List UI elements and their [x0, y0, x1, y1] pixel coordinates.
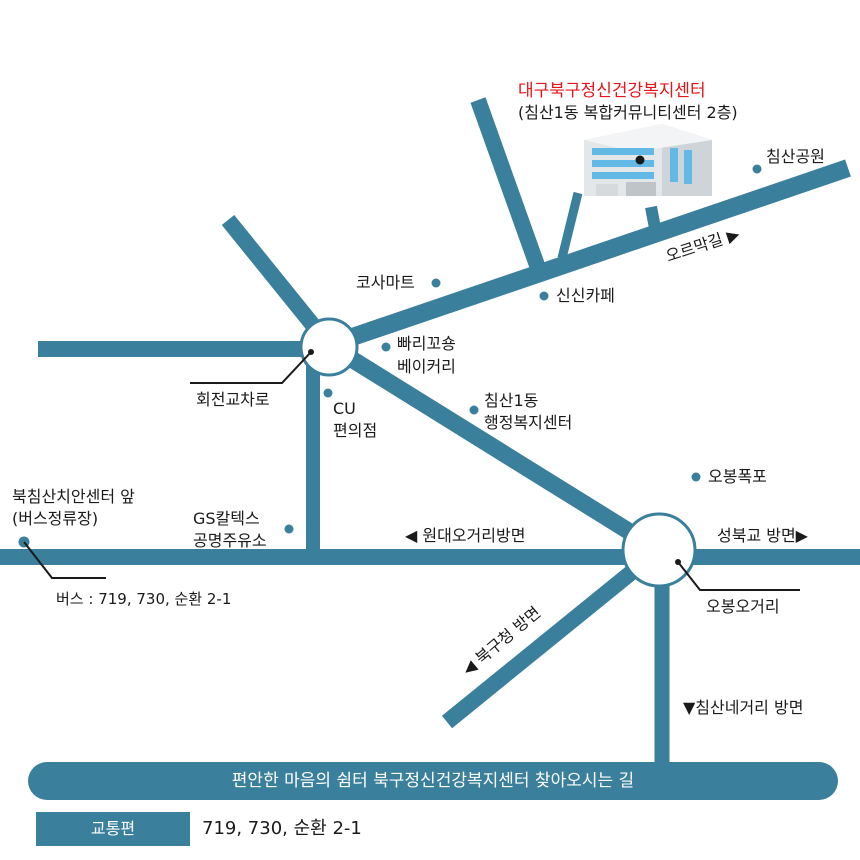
cafe-marker [539, 291, 549, 301]
leader-lines [23, 351, 800, 591]
label-mart: 코사마트 [356, 273, 415, 292]
label-park: 침산공원 [766, 147, 825, 166]
road-diagonal-to-obong [324, 337, 664, 558]
rotary-circle [299, 317, 359, 377]
label-bakery-line1: 빠리꼬숑 [397, 334, 456, 353]
waterfall-marker [691, 472, 701, 482]
direction-bukgucheong: ◀ 북구청 방면 [458, 603, 544, 679]
label-bus-stop-line1: 북침산치안센터 앞 [12, 487, 135, 506]
alley-to-center [557, 191, 583, 260]
admin-center-marker [469, 405, 479, 415]
label-obong: 오봉오거리 [706, 597, 780, 616]
obong-junction-circle [621, 512, 697, 588]
destination-marker [635, 155, 645, 165]
road-northeast [326, 159, 851, 354]
road-north-to-center [470, 97, 546, 271]
transit-label: 교통편 [36, 812, 190, 846]
convenience-marker [323, 388, 333, 398]
direction-wondae: ◀ 원대오거리방면 [405, 526, 526, 545]
bus-info: 버스 : 719, 730, 순환 2-1 [56, 590, 232, 608]
markers [18, 155, 762, 565]
label-bus-stop-line2: (버스정류장) [12, 509, 99, 528]
label-admin-line2: 행정복지센터 [484, 413, 573, 432]
title-banner: 편안한 마음의 쉼터 북구정신건강복지센터 찾아오시는 길 [28, 762, 838, 800]
destination-location: (침산1동 복합커뮤니티센터 2층) [518, 103, 738, 122]
destination-name: 대구북구정신건강복지센터 [518, 81, 706, 101]
rotary-leader [190, 351, 312, 384]
label-admin-line1: 침산1동 [484, 391, 539, 410]
label-convenience-line1: CU [333, 399, 356, 418]
park-marker [752, 164, 762, 174]
label-waterfall: 오봉폭포 [708, 467, 767, 486]
mart-marker [431, 278, 441, 288]
label-gas-line2: 공명주유소 [193, 531, 267, 550]
label-cafe: 신신카페 [556, 286, 615, 305]
gas-station-marker [284, 524, 294, 534]
roads [0, 97, 860, 765]
transit-value: 719, 730, 순환 2-1 [202, 818, 362, 839]
building-icon [584, 124, 712, 196]
road-southwest [441, 543, 665, 729]
label-convenience-line2: 편의점 [333, 421, 378, 440]
label-bakery-line2: 베이커리 [397, 357, 456, 376]
bus-leader [23, 541, 106, 579]
direction-seongbukgyo: 성북교 방면▶ [717, 526, 808, 545]
label-rotary: 회전교차로 [196, 390, 270, 409]
bakery-marker [381, 342, 391, 352]
direction-chimsan: ▼침산네거리 방면 [683, 698, 804, 717]
label-gas-line1: GS칼텍스 [193, 509, 260, 528]
obong-leader [677, 561, 800, 591]
alley-entrance [645, 205, 661, 230]
